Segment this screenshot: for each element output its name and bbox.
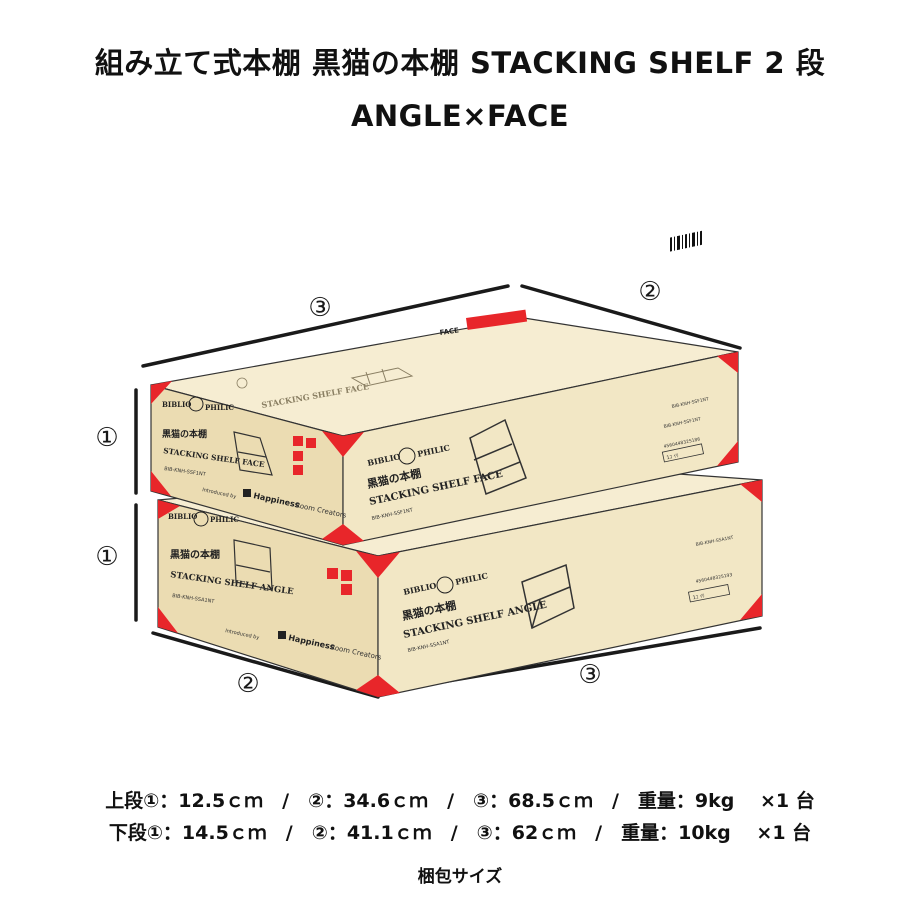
- dim-label-upper-1: ①: [95, 423, 118, 453]
- lower-box-corners: [158, 480, 762, 697]
- upper-side-title-jp: 黒猫の本棚: [162, 428, 207, 440]
- lower-side-title-jp: 黒猫の本棚: [170, 548, 220, 561]
- upper-side-maker-logo-icon: [243, 489, 251, 497]
- upper-front-logo-icon: [398, 447, 416, 465]
- upper-front-small-box: [661, 443, 705, 463]
- lower-front-small-box: [688, 584, 731, 603]
- upper-box-corners: [151, 352, 738, 545]
- dim-line-lower-2: [151, 631, 380, 699]
- svg-text:PHILIC: PHILIC: [205, 403, 234, 412]
- dim-line-upper-3: [141, 284, 510, 368]
- dim-label-lower-2: ②: [236, 669, 259, 699]
- dim-label-lower-3: ③: [578, 660, 601, 690]
- upper-front-small-box-label: 1ｺ ｲﾘ: [666, 453, 679, 461]
- lower-side-logo-icon: [193, 511, 209, 527]
- upper-side-code: BIB-KNH-SSF1NT: [164, 466, 207, 478]
- upper-side-brand: BIBLIO: [162, 400, 191, 409]
- upper-top-red-label: [465, 309, 528, 330]
- lower-side-handling-icons: [327, 568, 352, 595]
- upper-side-logo-icon: [188, 396, 204, 412]
- packaging-illustration: ③ ② ① ① ② ③ BIBLIO PHILIC 黒猫の本棚 STACKING…: [95, 230, 763, 699]
- upper-side-shelf-icon: [233, 431, 273, 476]
- upper-top-logo-icon: [236, 377, 248, 389]
- upper-side-handling-icons: [293, 436, 316, 475]
- caption: 梱包サイズ: [417, 867, 503, 887]
- lower-side-brand: BIBLIO: [168, 512, 197, 521]
- lower-front-shelf-icon: [521, 563, 575, 630]
- dim-label-upper-2: ②: [638, 277, 661, 307]
- spec-upper-row: 上段①：12.5ｃｍ / ②：34.6ｃｍ / ③：68.5ｃｍ / 重量：9k…: [105, 790, 815, 812]
- dim-label-lower-1: ①: [95, 542, 118, 572]
- dim-line-upper-2: [520, 284, 742, 350]
- product-subtitle: ANGLE×FACE: [350, 99, 570, 133]
- dimension-labels: ③ ② ① ① ② ③: [95, 277, 661, 699]
- lower-front-small-box-label: 1ｺ ｲﾘ: [692, 593, 705, 601]
- upper-top-barcode: [670, 230, 702, 252]
- upper-front-shelf-icon: [469, 418, 527, 496]
- upper-top-shelf-icon: [350, 367, 414, 387]
- dim-label-upper-3: ③: [308, 293, 331, 323]
- lower-side-code: BIB-KNH-SSA1NT: [172, 593, 216, 605]
- lower-front-logo-icon: [436, 576, 454, 594]
- lower-side-shelf-icon: [233, 539, 273, 591]
- product-title: 組み立て式本棚 黒猫の本棚 STACKING SHELF 2 段: [94, 46, 826, 80]
- spec-lower-row: 下段①：14.5ｃｍ / ②：41.1ｃｍ / ③：62ｃｍ / 重量：10kg…: [108, 822, 812, 844]
- lower-side-maker-logo-icon: [278, 631, 286, 639]
- upper-top-label: FACE: [439, 326, 459, 337]
- svg-text:PHILIC: PHILIC: [210, 515, 239, 524]
